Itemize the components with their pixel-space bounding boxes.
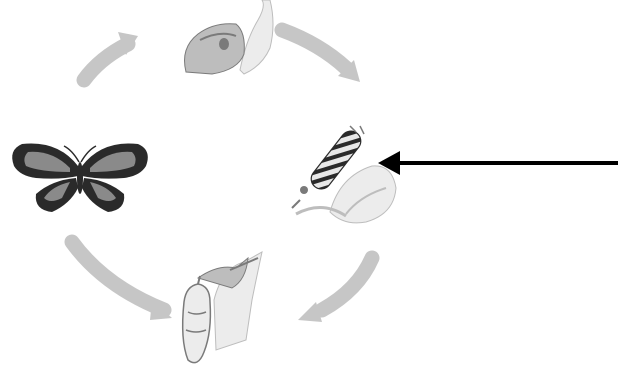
caterpillar-on-leaf-icon xyxy=(292,126,396,223)
egg-on-leaf-icon xyxy=(185,0,274,74)
butterfly-icon xyxy=(12,143,148,212)
chrysalis-icon xyxy=(183,252,262,363)
pointer-arrow xyxy=(378,151,618,175)
cycle-arrow-caterpillar-to-chrysalis xyxy=(298,258,372,322)
cycle-arrow-butterfly-to-egg xyxy=(84,32,138,80)
cycle-arrow-chrysalis-to-butterfly xyxy=(72,242,172,320)
cycle-arrow-egg-to-caterpillar xyxy=(282,30,360,82)
